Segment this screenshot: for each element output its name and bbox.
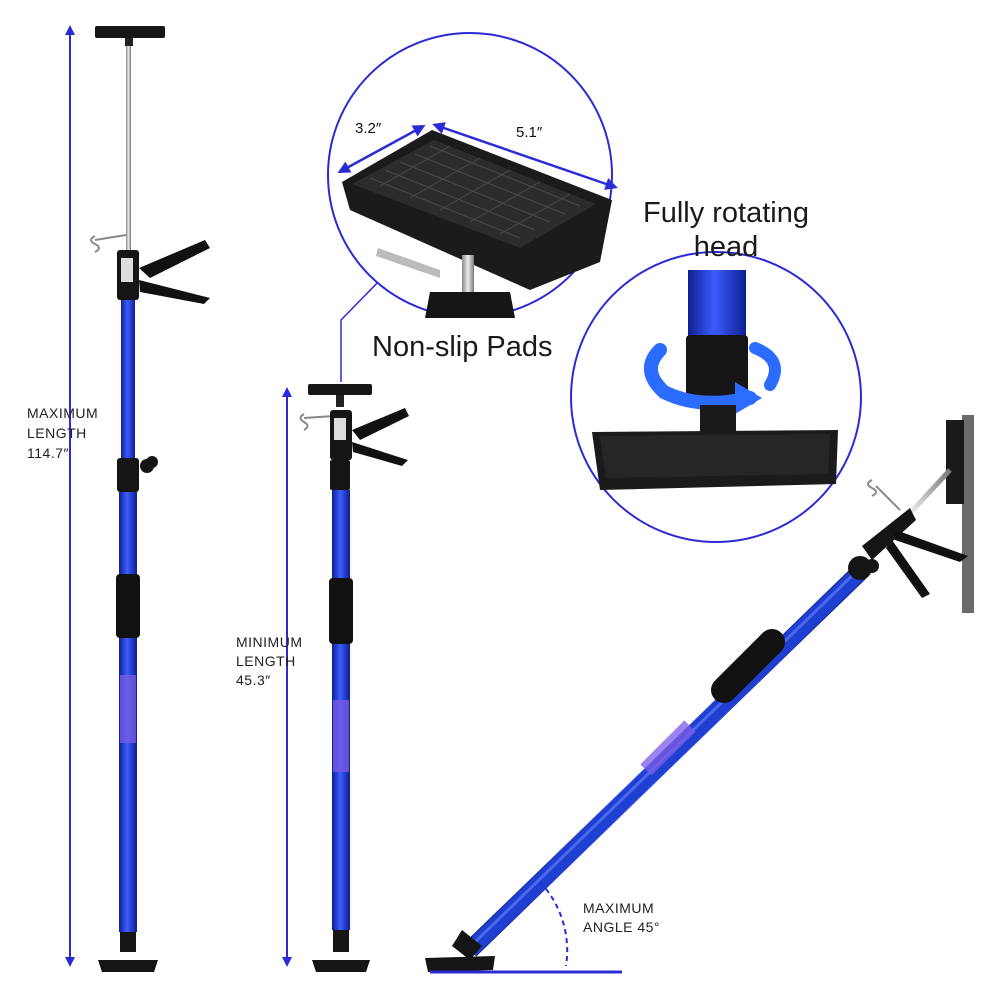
pad-zoom-circle [327,32,618,318]
nonslip-callout-line [340,277,383,382]
rotating-head-zoom-circle [570,251,862,543]
min-length-value: 45.3″ [236,672,271,688]
max-angle-title: MAXIMUM [583,900,655,916]
min-length-subtitle: LENGTH [236,653,296,669]
max-length-subtitle: LENGTH [27,425,87,441]
rotating-head-title: Fully rotating [642,197,809,229]
max-length-title: MAXIMUM [27,405,99,421]
pad-width-label: 3.2″ [355,120,382,137]
pad-length-label: 5.1″ [516,124,543,141]
nonslip-pads-label: Non-slip Pads [372,331,553,363]
angled-pole [425,415,974,972]
min-length-title: MINIMUM [236,634,303,650]
angle-indicator [430,881,622,974]
max-angle-value: ANGLE 45° [583,919,661,935]
max-length-value: 114.7″ [27,445,69,461]
collapsed-pole [299,384,409,972]
extended-pole [90,26,210,972]
rotating-head-subtitle: head [693,231,759,263]
